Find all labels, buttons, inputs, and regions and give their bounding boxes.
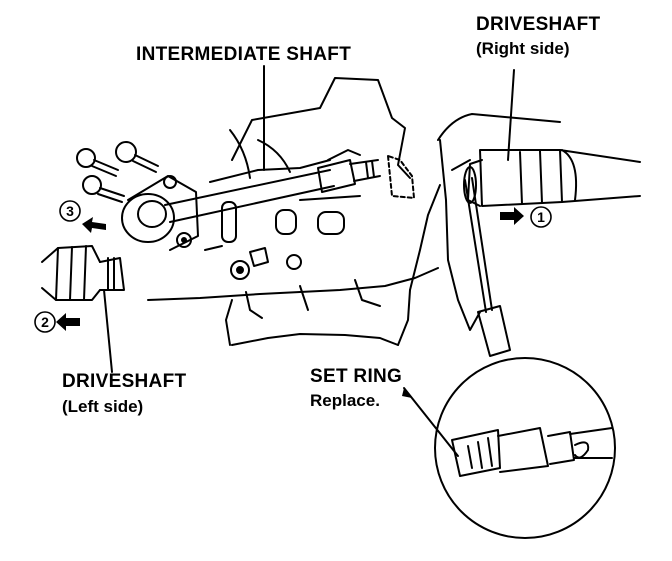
engine-block bbox=[147, 77, 441, 346]
leader-lines bbox=[103, 65, 515, 457]
intermediate-shaft bbox=[121, 159, 381, 251]
arrow-left-step-2 bbox=[56, 313, 80, 331]
arrow-left-step-3 bbox=[82, 217, 106, 233]
driveshaft-left-sublabel: (Left side) bbox=[62, 397, 144, 416]
step-marker-3: 3 bbox=[59, 200, 81, 222]
set-ring-instruction: Replace. bbox=[310, 391, 380, 410]
direction-arrows bbox=[56, 207, 524, 398]
step-marker-2: 2 bbox=[34, 311, 56, 333]
right-housing bbox=[437, 113, 641, 331]
step-number-1: 1 bbox=[537, 209, 545, 225]
bearing-bolts bbox=[76, 141, 159, 203]
arrow-right-step-1 bbox=[500, 207, 524, 225]
step-number-2: 2 bbox=[41, 314, 49, 330]
set-ring-inset bbox=[434, 357, 616, 539]
intermediate-shaft-label: INTERMEDIATE SHAFT bbox=[136, 44, 352, 65]
step-markers: 1 2 3 bbox=[34, 200, 552, 333]
step-marker-1: 1 bbox=[530, 206, 552, 228]
set-ring-label: SET RING bbox=[310, 366, 403, 387]
driveshaft-right-label: DRIVESHAFT bbox=[476, 14, 601, 35]
set-ring-pointer bbox=[402, 388, 412, 398]
driveshaft-right-sublabel: (Right side) bbox=[476, 39, 570, 58]
dashed-clip bbox=[387, 155, 415, 199]
pry-bar bbox=[464, 177, 511, 357]
driveshaft-left-label: DRIVESHAFT bbox=[62, 371, 187, 392]
left-driveshaft bbox=[41, 245, 125, 301]
step-number-3: 3 bbox=[66, 203, 74, 219]
